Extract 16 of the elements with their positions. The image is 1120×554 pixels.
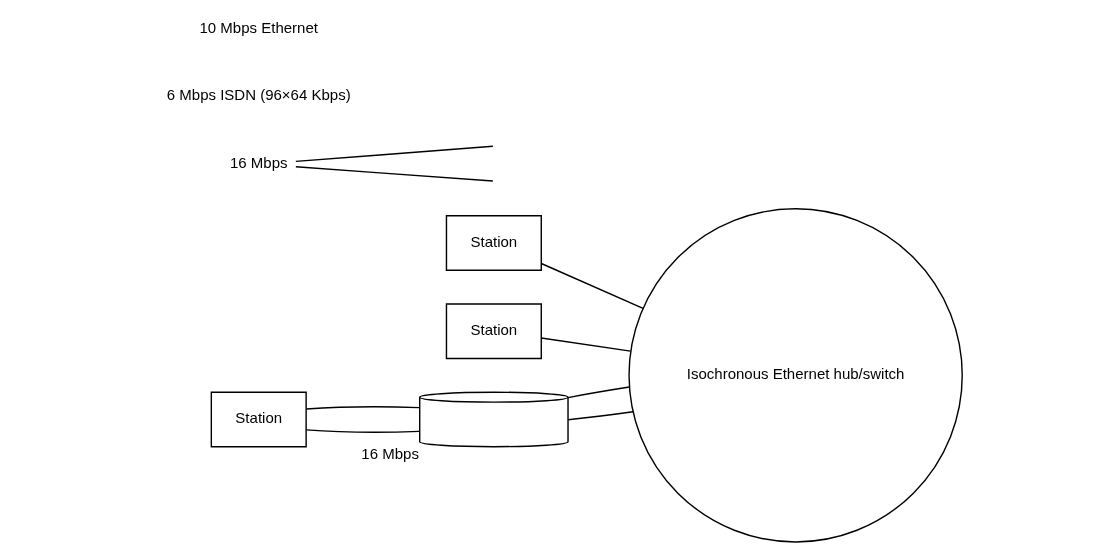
connector [566,386,630,399]
connector [566,411,634,421]
connector [540,262,644,310]
connector [294,166,494,182]
node-circle: Isochronous Ethernet hub/switch [627,208,963,543]
connector [305,429,420,433]
label: 10 Mbps Ethernet [199,18,318,36]
node-text: 16 Mbps [229,153,287,171]
connector [305,406,420,410]
node-label: 16 Mbps [360,444,419,462]
label: 6 Mbps ISDN (96×64 Kbps) [166,86,351,104]
node-box: Station [445,303,542,360]
connector [294,145,494,163]
node-box: Station [210,391,307,448]
node-box: Station [445,215,542,271]
connector [540,337,631,352]
